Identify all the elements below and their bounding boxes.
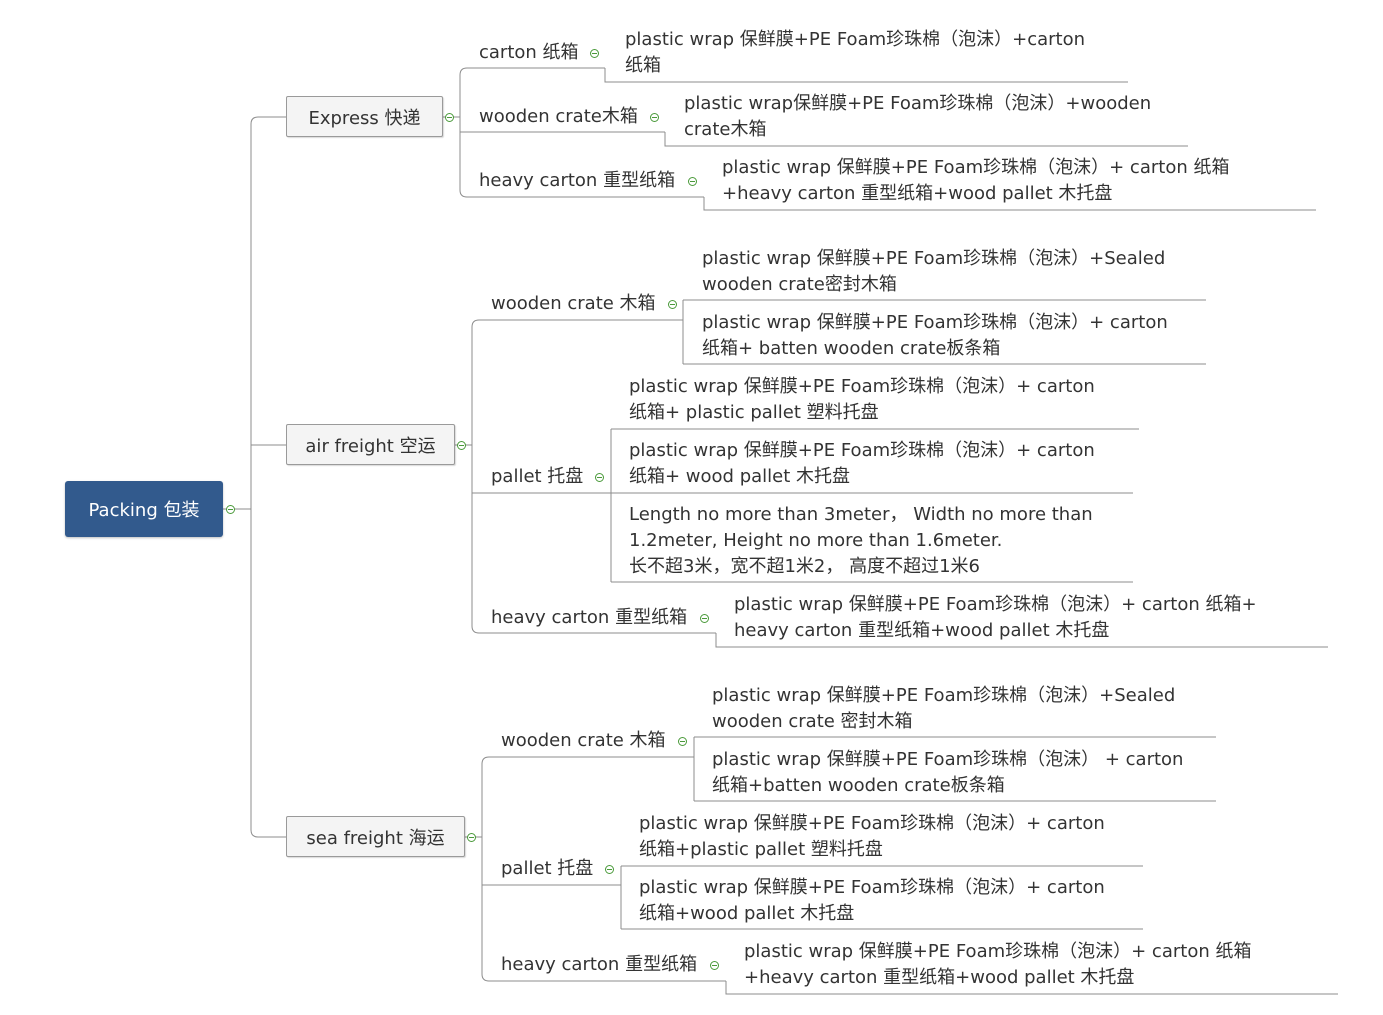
sea-wooden-crate[interactable]: wooden crate 木箱 <box>501 730 666 752</box>
air-wooden-crate[interactable]: wooden crate 木箱 <box>491 293 656 315</box>
collapse-air-heavy-carton-icon[interactable] <box>700 614 709 623</box>
express-heavy-carton-leaf[interactable]: plastic wrap 保鲜膜+PE Foam珍珠棉（泡沫）+ carton … <box>722 157 1230 204</box>
express-heavy-carton[interactable]: heavy carton 重型纸箱 <box>479 170 675 192</box>
air-pallet-label: pallet 托盘 <box>491 466 584 487</box>
collapse-air-freight-icon[interactable] <box>457 441 466 450</box>
sea-heavy-carton-label: heavy carton 重型纸箱 <box>501 954 698 975</box>
collapse-air-wooden-crate-icon[interactable] <box>668 300 677 309</box>
sea-pallet-leaf-2[interactable]: plastic wrap 保鲜膜+PE Foam珍珠棉（泡沫）+ carton … <box>639 877 1105 924</box>
sea-wooden-crate-leaf-1[interactable]: plastic wrap 保鲜膜+PE Foam珍珠棉（泡沫）+Sealed w… <box>712 685 1176 732</box>
express-wooden-crate-leaf[interactable]: plastic wrap保鲜膜+PE Foam珍珠棉（泡沫）+wooden cr… <box>684 93 1152 140</box>
branch-sea-freight[interactable]: sea freight 海运 <box>286 816 465 857</box>
express-heavy-carton-label: heavy carton 重型纸箱 <box>479 170 676 191</box>
express-carton-label: carton 纸箱 <box>479 42 579 63</box>
sea-pallet[interactable]: pallet 托盘 <box>501 858 593 880</box>
branch-sea-freight-label: sea freight 海运 <box>306 827 445 849</box>
sea-wooden-crate-leaf-2[interactable]: plastic wrap 保鲜膜+PE Foam珍珠棉（泡沫） + carton… <box>712 749 1184 796</box>
air-wooden-crate-leaf-1[interactable]: plastic wrap 保鲜膜+PE Foam珍珠棉（泡沫）+Sealed w… <box>702 248 1166 295</box>
express-carton-leaf[interactable]: plastic wrap 保鲜膜+PE Foam珍珠棉（泡沫）+carton 纸… <box>625 29 1086 76</box>
collapse-sea-wooden-crate-icon[interactable] <box>678 737 687 746</box>
collapse-express-wooden-crate-icon[interactable] <box>650 113 659 122</box>
sea-wooden-crate-label: wooden crate 木箱 <box>501 730 666 751</box>
collapse-sea-pallet-icon[interactable] <box>605 865 614 874</box>
sea-heavy-carton-leaf[interactable]: plastic wrap 保鲜膜+PE Foam珍珠棉（泡沫）+ carton … <box>744 941 1252 988</box>
express-wooden-crate-label: wooden crate木箱 <box>479 106 638 127</box>
branch-air-freight-label: air freight 空运 <box>305 435 436 457</box>
air-pallet-leaf-1[interactable]: plastic wrap 保鲜膜+PE Foam珍珠棉（泡沫）+ carton … <box>629 376 1095 423</box>
air-wooden-crate-label: wooden crate 木箱 <box>491 293 656 314</box>
air-heavy-carton-leaf[interactable]: plastic wrap 保鲜膜+PE Foam珍珠棉（泡沫）+ carton … <box>734 594 1257 641</box>
sea-heavy-carton[interactable]: heavy carton 重型纸箱 <box>501 954 697 976</box>
sea-pallet-label: pallet 托盘 <box>501 858 594 879</box>
collapse-express-carton-icon[interactable] <box>590 49 599 58</box>
air-heavy-carton[interactable]: heavy carton 重型纸箱 <box>491 607 687 629</box>
air-heavy-carton-label: heavy carton 重型纸箱 <box>491 607 688 628</box>
collapse-express-icon[interactable] <box>445 113 454 122</box>
air-pallet-leaf-2[interactable]: plastic wrap 保鲜膜+PE Foam珍珠棉（泡沫）+ carton … <box>629 440 1095 487</box>
branch-express[interactable]: Express 快递 <box>286 96 443 137</box>
collapse-express-heavy-carton-icon[interactable] <box>688 177 697 186</box>
collapse-sea-freight-icon[interactable] <box>467 833 476 842</box>
root-node-packing[interactable]: Packing 包装 <box>65 481 223 537</box>
express-carton[interactable]: carton 纸箱 <box>479 42 579 64</box>
collapse-sea-heavy-carton-icon[interactable] <box>710 961 719 970</box>
air-pallet-leaf-3[interactable]: Length no more than 3meter， Width no mor… <box>629 504 1093 577</box>
branch-express-label: Express 快递 <box>308 107 421 129</box>
collapse-air-pallet-icon[interactable] <box>595 473 604 482</box>
air-wooden-crate-leaf-2[interactable]: plastic wrap 保鲜膜+PE Foam珍珠棉（泡沫）+ carton … <box>702 312 1168 359</box>
sea-pallet-leaf-1[interactable]: plastic wrap 保鲜膜+PE Foam珍珠棉（泡沫）+ carton … <box>639 813 1105 860</box>
branch-air-freight[interactable]: air freight 空运 <box>286 424 455 465</box>
root-label: Packing 包装 <box>88 500 200 521</box>
collapse-root-icon[interactable] <box>226 505 235 514</box>
air-pallet[interactable]: pallet 托盘 <box>491 466 583 488</box>
express-wooden-crate[interactable]: wooden crate木箱 <box>479 106 638 128</box>
